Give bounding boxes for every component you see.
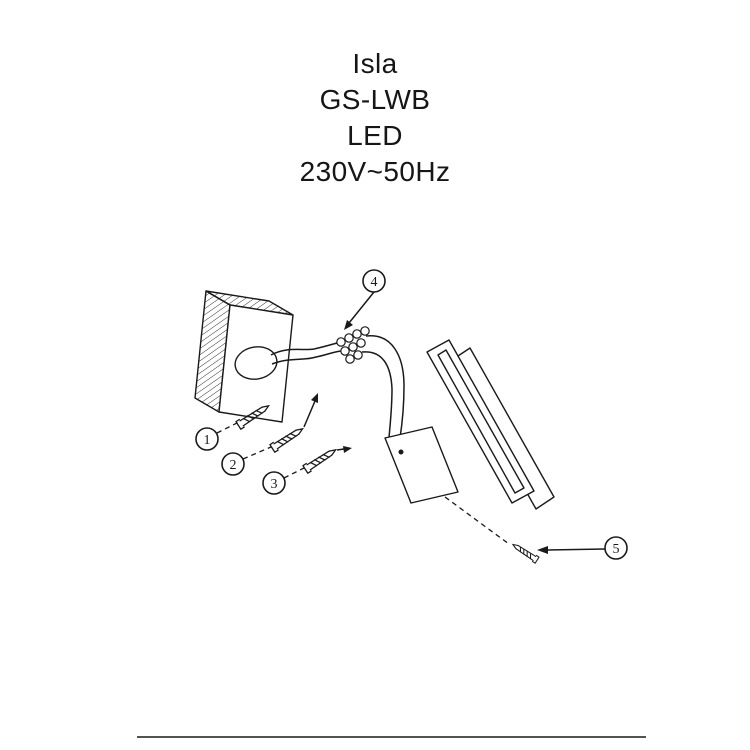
wall-mount-plate: [194, 290, 294, 423]
bracket-screw-hole: [398, 449, 404, 455]
callout-5: 5: [604, 536, 628, 560]
lamp-housing: [426, 339, 535, 504]
screw-2: [269, 424, 306, 453]
leader-line-3: [283, 467, 305, 479]
svg-text:2: 2: [230, 458, 237, 473]
lamp-bar: [426, 339, 555, 510]
plate-cable-hole: [234, 346, 278, 380]
svg-text:4: 4: [371, 275, 378, 290]
leader-line-5: [444, 496, 510, 545]
terminal-connector: [336, 326, 370, 364]
screw-5-pointer-arrow: [537, 546, 606, 554]
svg-text:5: 5: [613, 542, 620, 557]
product-power: 230V~50Hz: [299, 156, 451, 187]
screw-3: [302, 445, 339, 474]
plate-face: [218, 304, 294, 423]
lamp-diffuser: [437, 349, 525, 494]
screw-3-insert-arrow: [336, 446, 352, 453]
product-type: LED: [347, 120, 403, 151]
product-title-block: Isla GS-LWB LED 230V~50Hz: [0, 46, 750, 190]
callouts: 1 2 3 4 5: [195, 269, 628, 560]
callout-1: 1: [195, 427, 219, 451]
svg-text:3: 3: [271, 477, 278, 492]
svg-text:1: 1: [204, 433, 211, 448]
product-model: GS-LWB: [319, 84, 431, 115]
cable-arm: [361, 335, 405, 439]
callout-4: 4: [362, 269, 386, 293]
screw-5: [510, 540, 540, 564]
callout-2: 2: [221, 452, 245, 476]
connector-pointer-arrow: [344, 291, 375, 330]
callout-3: 3: [262, 471, 286, 495]
mounting-bracket: [384, 426, 459, 504]
screw-2-insert-arrow: [303, 393, 318, 428]
leader-line-2: [242, 446, 272, 460]
product-name: Isla: [352, 48, 398, 79]
leader-lines: [216, 420, 510, 545]
leader-line-1: [216, 420, 242, 434]
connector-wires: [270, 342, 342, 365]
pointer-arrows: [303, 291, 606, 554]
